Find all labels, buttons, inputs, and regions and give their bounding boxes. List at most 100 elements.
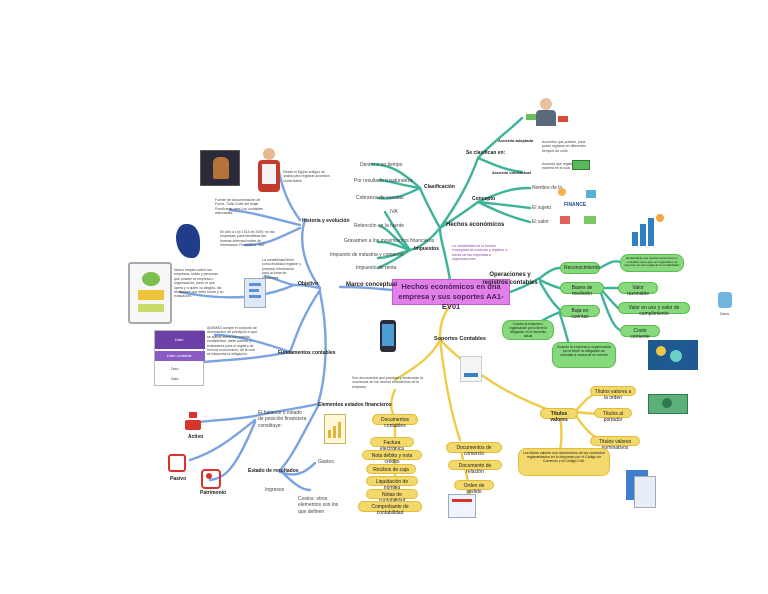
money-bills-picture [644,388,692,418]
documento-item-3: Recibos de caja [366,464,416,474]
clasificacion-item-1: Dentro o no tiempo [360,162,403,168]
reconocimiento-note: El identificar qué hechos económicos y c… [620,254,684,272]
documento-item-2: Nota débito y nota crédito [362,450,422,465]
phone-picture [374,318,402,358]
acuerdo-contractual-note: Acuerdo que registra de manera en el cua… [542,162,580,171]
cuenta-note: Cuando la empresa u organización ya no t… [552,342,616,368]
finance-collage-picture: FINANCE [556,186,600,228]
finance-label: FINANCE [564,202,587,208]
branch-hechos [438,226,452,282]
coins-picture [648,340,698,370]
comercio-item-1: Documento de relación [448,460,502,475]
accountant-woman-picture [254,148,284,194]
receipt-picture [460,356,482,382]
central-topic: Hechos económicos en una empresa y sus s… [392,279,510,311]
titulos-valores-box: Títulos valores [540,408,578,423]
fundamentos-label: Fundamentos contables [278,350,336,356]
documento-item-6: Comprobante de contabilidad [358,501,422,516]
branch-marco [338,285,394,292]
branch-elementos [316,290,327,406]
hechos-economicos-label: Hechos económicos [446,222,505,228]
clasificacion-item-3: Cobranza de cuentas [356,195,404,201]
datos-picture: Datos [708,290,742,320]
comercio-item-2: Orden de pedido [454,480,494,495]
fuente-note: Fuente de documentación de Fuera, Tuitin… [215,198,264,216]
documents-picture [622,466,658,510]
branch-soportes [438,303,452,342]
money-icon [572,158,590,170]
titulos-note: Los títulos valores son documentos de lo… [518,448,610,476]
branch-balance [253,402,320,418]
app-label-1: Dato [175,337,184,342]
titulo-item-3: Títulos valores nominativos [590,436,640,451]
resultados-label: Estado de resultados [248,468,299,474]
app-label-3: Dato [171,367,179,371]
ingresos-label: Ingresos [265,487,285,493]
branch-historia [301,218,322,290]
costos-label: Costos: otros elementos son los que defi… [298,496,339,515]
dian-note: Nuevo empleo sobre las empresas, todas y… [174,268,224,299]
titulo-item-2: Títulos al portador [594,408,632,423]
impuesto-item-5: Impuesto de renta [356,265,397,271]
objetivo-note: La contabilidad tiene como finalidad reg… [262,258,302,280]
patrimonio-icon [198,466,221,489]
historia-note: Desde el Egipto antiguo se usaba para re… [283,170,330,183]
documentos-contables-box: Documentos contables [372,414,418,429]
concepto-item-2: El sujeto [532,205,552,211]
operaciones-label: Operaciones y registros contables [482,272,538,286]
concepto-label: Concepto [472,196,496,202]
charts-person-picture [628,210,668,250]
reconocimiento-box: Reconocimiento [560,262,600,274]
branch-fundamentos [288,288,322,354]
acuerdo-note: Acuerdos que pueden, para poder registra… [542,140,586,153]
document-card-picture [128,262,172,324]
branch-operaciones [508,276,542,294]
acuerdo-contractual-label: Acuerdo contractual [492,170,531,175]
branch-objetivo [292,283,322,290]
presentation-screen-picture [244,278,266,308]
valor-razonable-box: Valor razonable [618,282,658,297]
clasificacion-label: Clasificación [424,184,455,190]
valor-uso-box: Valor en uso y valor de cumplimiento [618,302,690,317]
invoice-picture [448,494,476,518]
ley-note: En Año a Ley 1314 de 2009, en las empres… [220,230,275,248]
activo-icon [182,410,204,432]
impuesto-item-2: Retención en la fuente [354,223,405,229]
impuesto-item-1: IVA [390,209,398,215]
soportes-note: Son documentos que prueban y evidencian … [352,376,424,389]
documento-item-5: Notas de contabilidad [366,489,418,504]
historia-label: Historia y evolución [302,218,350,224]
patrimonio-label: Patrimonio [200,490,227,496]
baja-note: Cuando la empresa u organización ya no t… [502,320,554,340]
financial-report-picture [318,412,350,444]
documento-item-4: Liquidación de nómina [366,476,418,491]
marco-conceptual-label: Marco conceptual [346,282,398,288]
fundamentos-note: ADEMÁS cumple el conjunto de documentos … [207,326,258,357]
branch-resultados [278,404,320,472]
documento-item-1: Factura electrónica [370,437,414,452]
egypt-scribe-picture [200,150,240,186]
balance-label: El balance o estado de posición financie… [258,410,307,429]
elementos-label: Elementos estados financieros [318,402,392,408]
concepto-item-3: El valor [532,219,549,225]
activo-label: Activo [188,434,204,440]
objetivo-label: Objetivo [298,281,319,287]
operaciones-note: La contabilidad es la función encargada … [452,244,508,262]
colombia-map-picture [170,222,204,262]
baja-cuentas-box: Baja en cuentas [560,305,600,320]
acuerdo-adoptado-label: Acuerdo adoptado [498,138,534,143]
impuesto-item-3: Gravamen a los movimientos financieros [344,238,435,244]
documentos-comercio-box: Documentos de comercio [446,442,502,457]
impuestos-label: Impuestos [414,246,440,252]
costo-corriente-box: Costo corriente [620,325,660,340]
app-label-4: Dato [171,377,179,381]
clasifican-label: Se clasifican en: [466,150,506,156]
soportes-contables-label: Soportes Contables [434,336,486,342]
pasivo-label: Pasivo [170,476,187,482]
concepto-item-1: Nombre de la [532,185,563,191]
pasivo-icon [166,452,186,472]
app-label-2: Dato contable [167,353,192,358]
app-mockup-picture: Dato Dato contable Dato Dato [154,330,205,386]
titulo-item-1: Títulos valores a la orden [590,386,636,401]
